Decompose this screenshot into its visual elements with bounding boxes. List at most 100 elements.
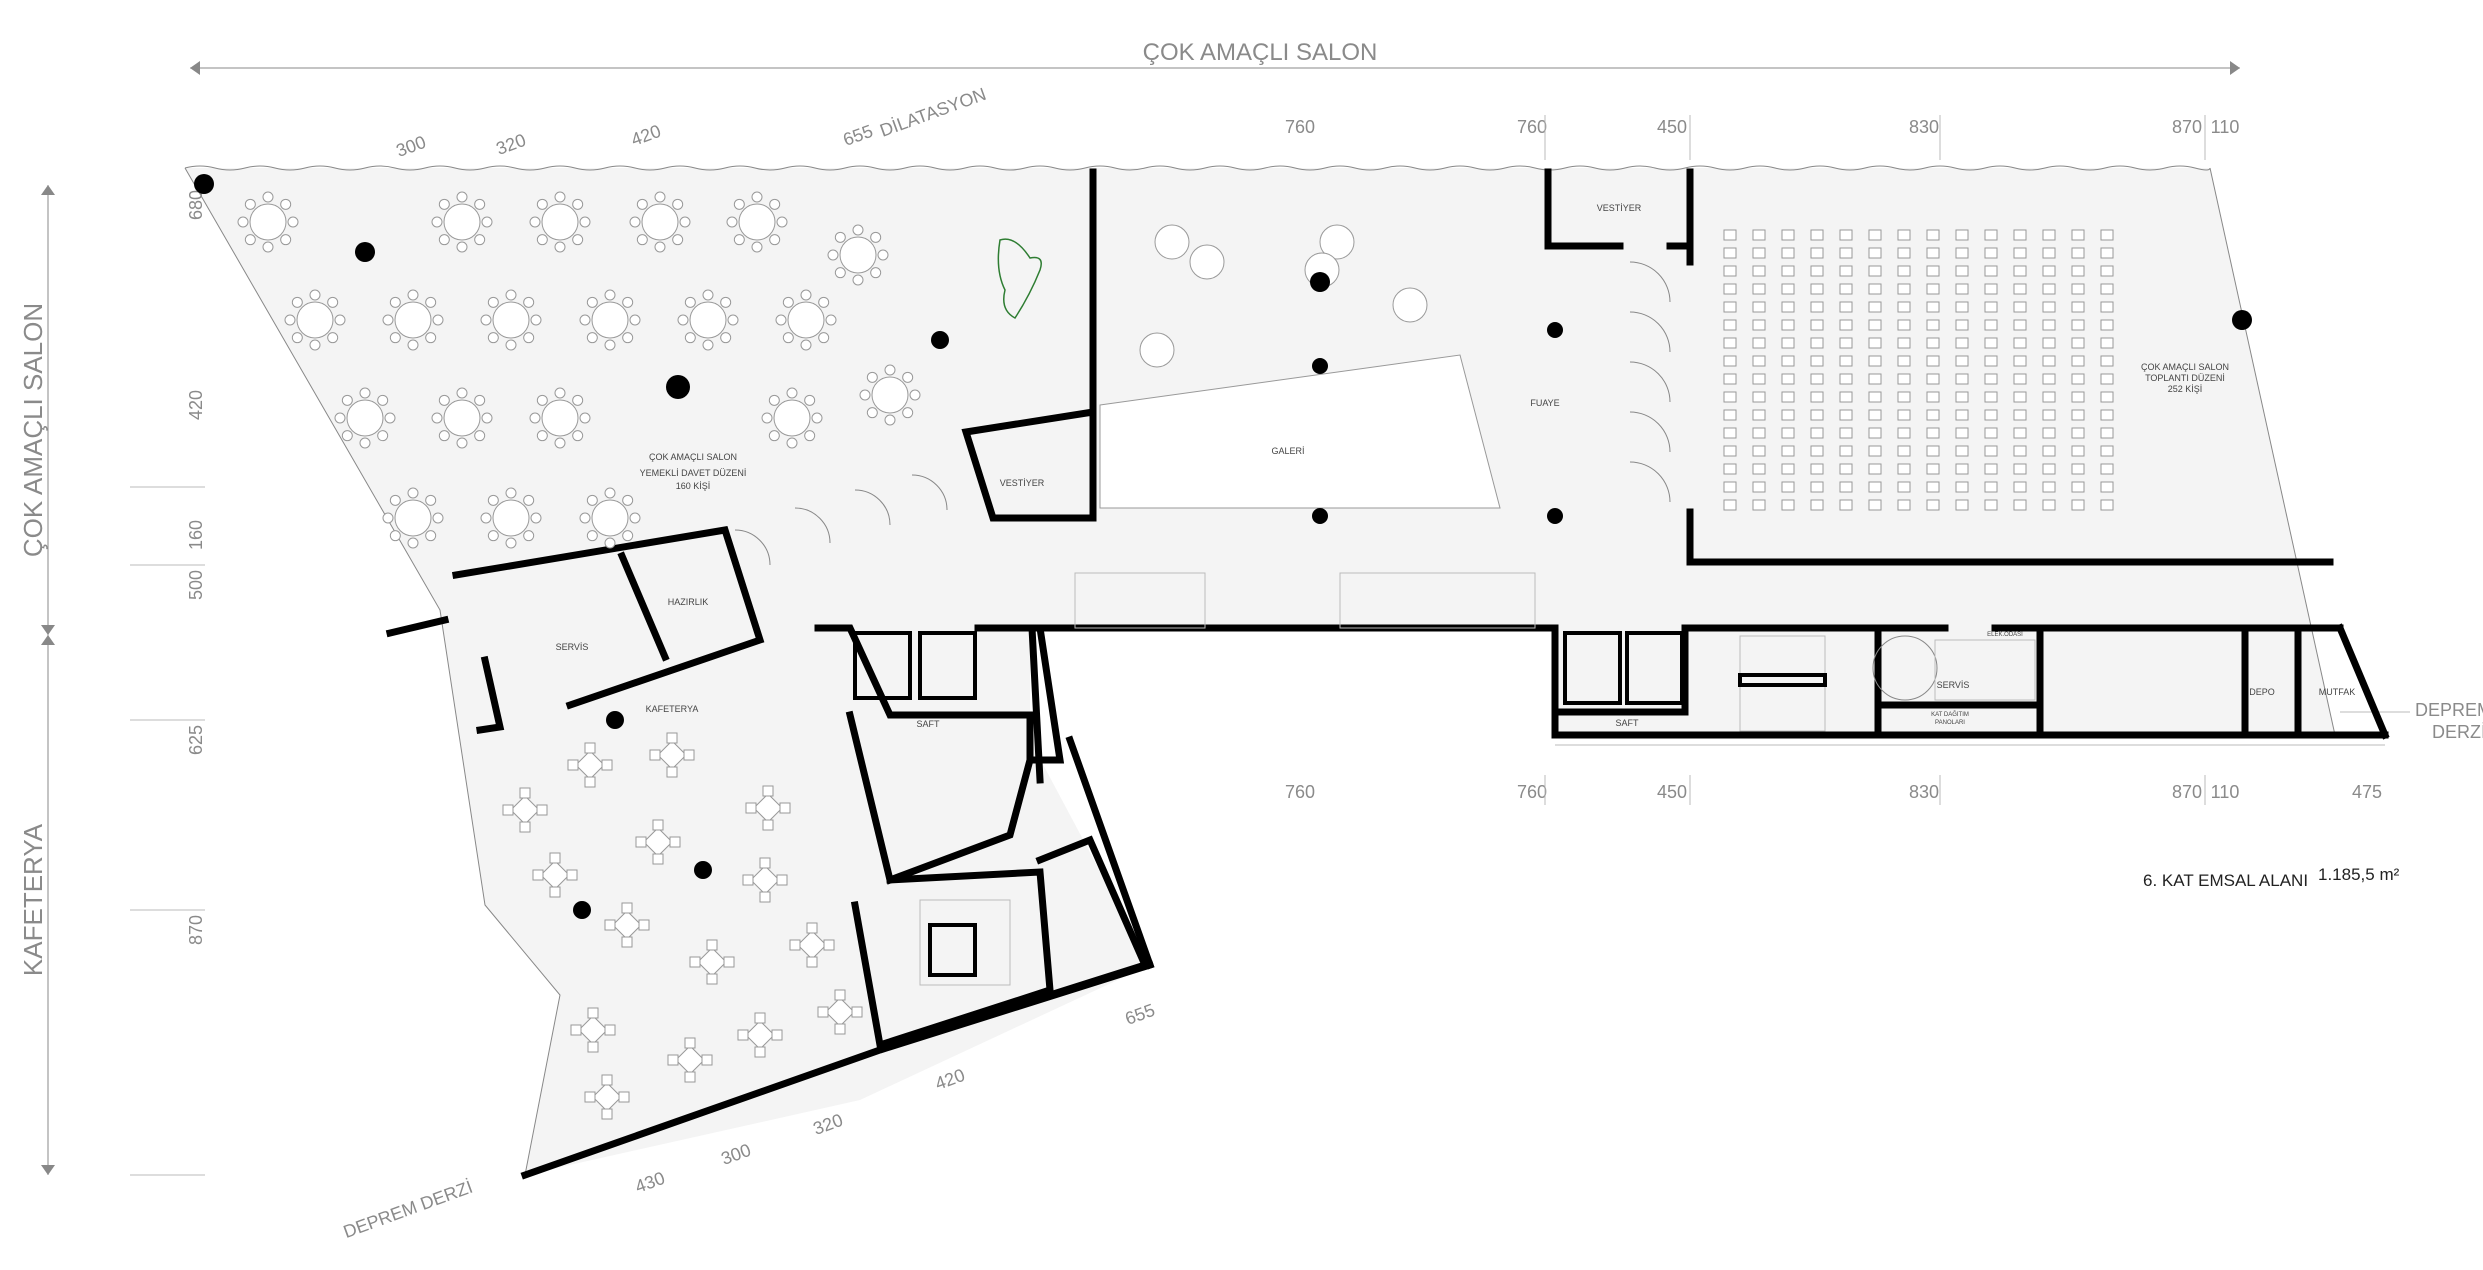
room-kat-dagitim-2: PANOLARI: [1935, 720, 1965, 726]
meeting-chair: [1926, 229, 1940, 241]
dilatasyon-label: DİLATASYON: [877, 84, 988, 141]
meeting-chair: [1839, 499, 1853, 511]
chair: [341, 430, 353, 442]
cafe-chair: [759, 857, 771, 869]
meeting-chair: [2042, 265, 2056, 277]
chair: [438, 198, 450, 210]
meeting-chair: [1926, 499, 1940, 511]
cafe-table: [825, 997, 855, 1027]
meeting-chair: [2071, 265, 2085, 277]
area-value: 1.185,5 m²: [2318, 865, 2400, 884]
cafe-chair: [649, 749, 661, 761]
meeting-chair: [2042, 337, 2056, 349]
chair: [604, 339, 616, 351]
meeting-chair: [1752, 499, 1766, 511]
top-left-dims: 300 320 420 655 DİLATASYON: [393, 84, 988, 161]
cafe-chair: [566, 869, 578, 881]
meeting-chair: [1723, 391, 1737, 403]
cafe-chair: [823, 939, 835, 951]
meeting-chair: [1868, 265, 1882, 277]
meeting-chair: [1984, 463, 1998, 475]
meeting-chair: [1839, 427, 1853, 439]
chair: [572, 198, 584, 210]
round-table: [541, 399, 579, 437]
dim-tl-1: 300: [393, 132, 428, 161]
chair: [481, 412, 493, 424]
meeting-chair: [1955, 283, 1969, 295]
chair: [334, 412, 346, 424]
meeting-chair: [1984, 301, 1998, 313]
chair: [505, 339, 517, 351]
meeting-chair: [1897, 319, 1911, 331]
meeting-chair: [1723, 337, 1737, 349]
dim-tr-6: 110: [2211, 117, 2240, 137]
chair: [334, 314, 346, 326]
meeting-chair: [2071, 499, 2085, 511]
meeting-chair: [2013, 445, 2027, 457]
meeting-chair: [2042, 445, 2056, 457]
chair: [586, 494, 598, 506]
meeting-chair: [1926, 283, 1940, 295]
chair: [284, 314, 296, 326]
meeting-chair: [2013, 391, 2027, 403]
columns: [194, 174, 2252, 919]
lounge-seating: [1139, 224, 1428, 368]
cafe-chair: [851, 1006, 863, 1018]
cafe-table: [592, 1082, 622, 1112]
meeting-chair: [1926, 427, 1940, 439]
meeting-chair: [1839, 373, 1853, 385]
room-fuaye: FUAYE: [1530, 398, 1559, 408]
dim-b-1: 430: [632, 1168, 667, 1197]
meeting-chair: [1926, 445, 1940, 457]
meeting-chair: [1752, 427, 1766, 439]
meeting-chair: [1984, 409, 1998, 421]
chair: [456, 437, 468, 449]
meeting-chair: [1926, 481, 1940, 493]
cafe-chair: [701, 1054, 713, 1066]
meeting-chair: [2042, 463, 2056, 475]
chair: [291, 296, 303, 308]
meeting-chair: [1955, 373, 1969, 385]
chair: [407, 487, 419, 499]
meeting-chair: [1723, 301, 1737, 313]
chair: [572, 234, 584, 246]
meeting-chair: [2042, 481, 2056, 493]
cafe-chair: [584, 1091, 596, 1103]
meeting-chair: [1810, 247, 1824, 259]
meeting-chair: [1781, 409, 1795, 421]
dim-b-3: 320: [810, 1110, 845, 1139]
meeting-chair: [1926, 409, 1940, 421]
meeting-chair: [1839, 301, 1853, 313]
chair: [487, 332, 499, 344]
meeting-chair: [1723, 283, 1737, 295]
meeting-chair: [1984, 499, 1998, 511]
room-vestiyer-right: VESTİYER: [1597, 203, 1642, 213]
meeting-chair: [1897, 247, 1911, 259]
chair: [327, 296, 339, 308]
dim-tr-3: 450: [1657, 117, 1687, 137]
meeting-chair: [1781, 481, 1795, 493]
round-table: [492, 499, 530, 537]
deprem-right-label-2: DERZİ: [2432, 722, 2483, 742]
meeting-chair: [2042, 355, 2056, 367]
meeting-chair: [1781, 355, 1795, 367]
room-saft-right: SAFT: [1615, 718, 1639, 728]
chair: [431, 412, 443, 424]
meeting-chair: [1781, 373, 1795, 385]
chair: [834, 267, 846, 279]
meeting-chair: [1752, 463, 1766, 475]
meeting-chair: [1810, 409, 1824, 421]
chair: [536, 394, 548, 406]
chair: [382, 314, 394, 326]
meeting-chair: [1868, 391, 1882, 403]
dim-tr-4: 830: [1909, 117, 1939, 137]
meeting-chair: [1723, 265, 1737, 277]
chair: [536, 198, 548, 210]
cafe-chair: [621, 902, 633, 914]
meeting-chair: [2042, 373, 2056, 385]
cafe-chair: [762, 785, 774, 797]
dim-mid-6: 110: [2211, 782, 2240, 802]
meeting-chair: [1839, 409, 1853, 421]
cafe-table: [578, 1015, 608, 1045]
